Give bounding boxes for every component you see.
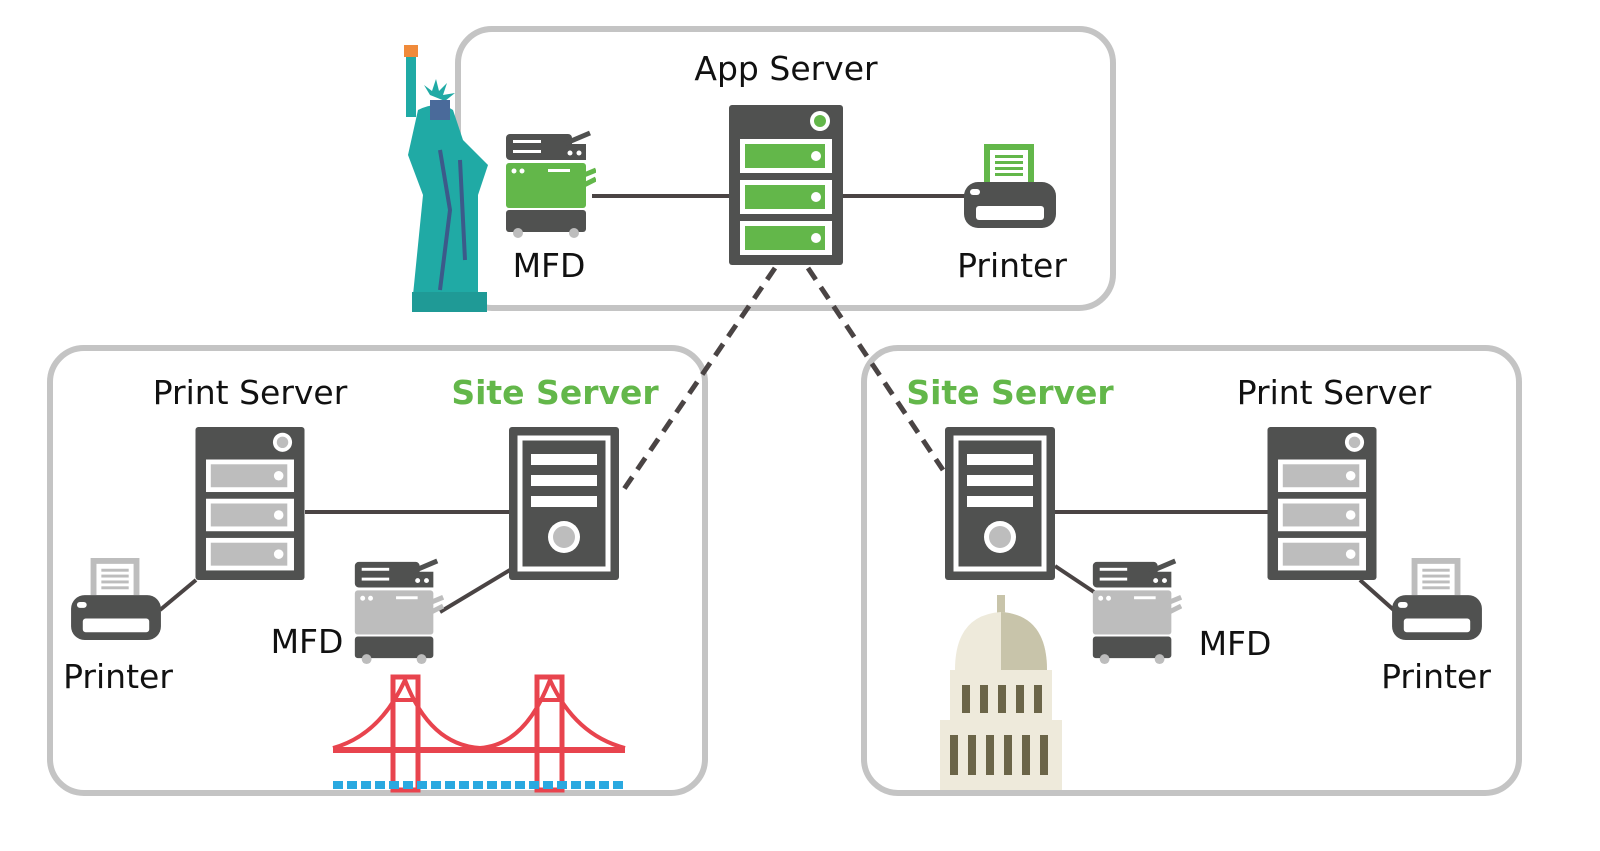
app-server-label: App Server	[694, 49, 878, 88]
capitol-dome-icon	[940, 595, 1062, 790]
print-server-icon[interactable]	[1267, 427, 1377, 580]
printer-label: Printer	[1381, 657, 1491, 696]
golden-gate-bridge-icon	[332, 674, 626, 793]
site-server-icon[interactable]	[945, 427, 1055, 580]
mfd-icon[interactable]	[1093, 561, 1181, 664]
link-printer-printserver-left	[158, 578, 198, 612]
right-site-box	[861, 345, 1522, 796]
site-server-label: Site Server	[451, 373, 659, 412]
printer-label: Printer	[63, 657, 173, 696]
link-siteserver-mfd-right	[1053, 564, 1096, 594]
printer-icon[interactable]	[964, 144, 1056, 228]
mfd-label: MFD	[1199, 624, 1272, 663]
link-printserver-printer-right	[1358, 578, 1398, 614]
link-mfd-siteserver-left	[438, 568, 512, 614]
site-server-label: Site Server	[906, 373, 1114, 412]
print-server-label: Print Server	[1237, 373, 1432, 412]
mfd-label: MFD	[271, 622, 344, 661]
printer-icon[interactable]	[1392, 558, 1482, 641]
print-server-label: Print Server	[153, 373, 348, 412]
printer-label: Printer	[957, 246, 1067, 285]
printer-icon[interactable]	[71, 558, 161, 641]
wan-link-right	[805, 266, 946, 472]
site-server-icon[interactable]	[509, 427, 619, 580]
mfd-icon[interactable]	[506, 133, 596, 238]
left-site-box	[47, 345, 708, 796]
app-server-icon[interactable]	[729, 105, 843, 265]
statue-of-liberty-icon	[404, 45, 488, 312]
connections	[158, 194, 1398, 614]
mfd-icon[interactable]	[355, 561, 443, 664]
mfd-label: MFD	[513, 246, 586, 285]
print-server-icon[interactable]	[195, 427, 305, 580]
